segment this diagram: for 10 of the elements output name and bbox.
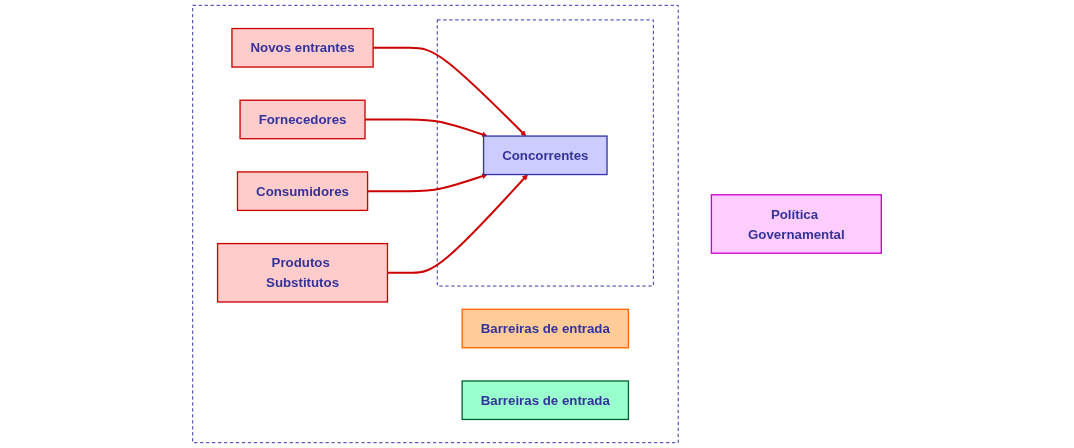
node-box: Fornecedores <box>239 99 366 140</box>
node-box: Consumidores <box>236 171 369 212</box>
node-box: Concorrentes <box>482 135 608 176</box>
cluster <box>436 19 654 287</box>
node-box: Política Governamental <box>710 194 882 254</box>
node-box: Novos entrantes <box>231 27 374 68</box>
node-box: Barreiras de entrada <box>461 308 630 349</box>
cluster <box>192 4 679 444</box>
node-box: Barreiras de entrada <box>461 380 630 421</box>
node-box: Produtos Substitutos <box>216 242 389 303</box>
